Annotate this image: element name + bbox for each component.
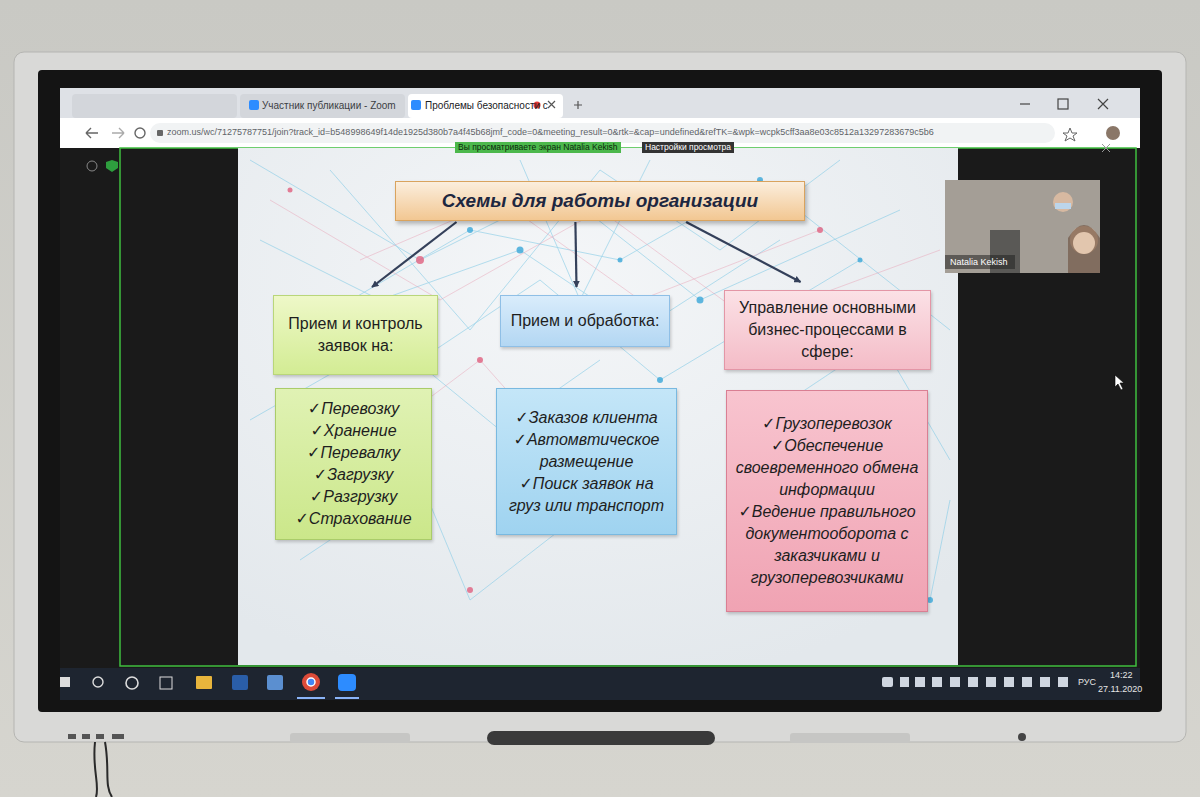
header-box: Управление основными бизнес-процессами в… [724,290,931,370]
list-item: ✓Автомвтическое размещение [505,429,668,473]
box-text: Прием и обработка: [509,310,661,332]
forward-icon [112,128,124,138]
view-options: Настройки просмотра [642,142,734,153]
list-box: ✓Перевозку✓Хранение✓Перевалку✓Загрузку✓Р… [275,388,432,540]
info-icon [87,161,97,171]
list-box: ✓Грузоперевозок✓Обеспечение своевременно… [726,390,928,612]
title-box: Схемы для работы организации [395,181,805,221]
participant-face [1073,232,1095,254]
port [96,734,104,739]
tab [72,94,237,118]
clock-date: 27.11.2020 [1098,684,1142,695]
list-box: ✓Заказов клиента✓Автомвтическое размещен… [496,388,677,535]
screen [60,88,1140,700]
chrome-icon-center [307,678,315,686]
participant-name: Natalia Kekish [950,257,1008,268]
port [82,734,90,739]
tab-title: Проблемы безопасности с [425,100,548,113]
zoom-favicon [411,100,421,110]
header-box: Прием и обработка: [500,295,670,347]
list-item: ✓Перевалку [284,442,423,464]
arrow [575,222,576,287]
clock-time: 14:22 [1110,670,1133,681]
maximize-icon [1058,99,1068,109]
start-icon [60,677,70,687]
taskbar [60,668,1140,700]
box-text: Управление основными бизнес-процессами в… [733,297,922,363]
monitor-frame [14,52,1186,742]
active-tab [408,94,563,118]
url-text: zoom.us/wc/71275787751/join?track_id=b54… [167,127,934,138]
port [68,734,76,739]
power-button [1018,733,1026,741]
new-tab-icon [574,101,582,109]
port [112,734,124,739]
list-item: ✓Перевозку [284,398,423,420]
list-item: ✓Ведение правильного документооборота с … [735,501,919,589]
list-item: ✓Заказов клиента [505,407,668,429]
video-thumbnail-room [945,180,1100,273]
list-item: ✓Поиск заявок на груз или транспорт [505,473,668,517]
arrow [686,222,800,282]
tray-icons [882,677,1068,687]
speaker-grill [790,733,910,743]
star-icon [1063,128,1077,141]
minimize-icon [1020,103,1030,104]
slide [238,148,958,665]
zoom-window [60,148,1140,668]
cortana-icon [126,677,138,689]
list-item: ✓Хранение [284,420,423,442]
participant-hair [1068,225,1100,273]
header-box: Прием и контроль заявок на: [273,295,438,375]
list-item: ✓Разгрузку [284,486,423,508]
profile-avatar [1106,126,1120,140]
back-icon [86,128,98,138]
chrome-icon [302,673,320,691]
list-item: ✓Загрузку [284,464,423,486]
close-icon [548,101,555,108]
participant-face [1053,192,1073,212]
name-tag-bg [945,255,1015,269]
search-icon [93,677,103,687]
shield-icon [106,160,118,172]
participant-mask [1055,203,1071,209]
tab [240,94,405,118]
tab-title: Участник публикации - Zoom [262,100,396,113]
list-item: ✓Обеспечение своевременного обмена инфор… [735,435,919,501]
lock-icon [157,130,163,136]
share-border [120,148,1136,666]
monitor-bezel [38,70,1162,712]
fullscreen-icon [1102,144,1110,152]
list-item: ✓Страхование [284,508,423,530]
language-indicator: РУС [1078,677,1096,688]
speaker-bar [487,731,715,745]
zoom-icon [338,674,356,691]
network-illustration [250,160,950,604]
active-app-bar [335,697,359,699]
explorer-icon [196,676,212,689]
save-icon [267,675,283,690]
reload-icon [135,128,145,138]
mouse-pointer [1115,375,1124,390]
zoom-favicon [249,100,259,110]
box-text: Прием и контроль заявок на: [282,313,429,357]
arrow [372,222,457,287]
close-icon [1098,99,1108,109]
speaker-grill [290,733,410,743]
active-app-bar [297,697,325,699]
list-item: ✓Грузоперевозок [735,413,919,435]
tab-strip [60,88,1140,118]
task-view-icon [160,677,172,689]
box-text: Схемы для работы организации [406,190,794,212]
video-thumbnail [945,180,1100,273]
cable [94,742,112,797]
share-banner: Вы просматриваете экран Natalia Kekish [455,142,621,153]
address-bar [150,123,1055,143]
powershell-icon [232,675,248,690]
